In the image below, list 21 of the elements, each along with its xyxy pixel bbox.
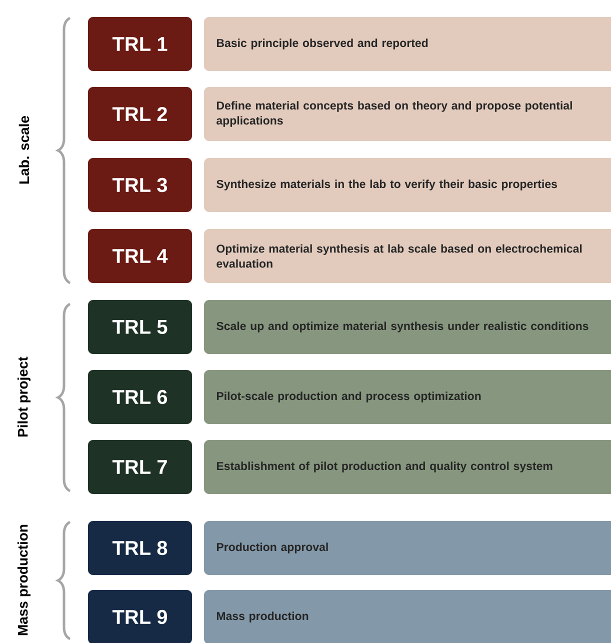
level-box: TRL 2 [88,87,192,141]
level-box: TRL 7 [88,440,192,494]
level-box: TRL 5 [88,300,192,354]
group-label: Lab. scale [18,116,30,184]
level-box: TRL 3 [88,158,192,212]
description-box: Pilot-scale production and process optimization [204,370,611,424]
description-box: Mass production [204,590,611,643]
description-box: Optimize material synthesis at lab scale based on electrochemical evaluation [204,229,611,283]
description-box: Define material concepts based on theory and propose potential applications [204,87,611,141]
level-box: TRL 4 [88,229,192,283]
group-label: Mass production [17,524,31,636]
level-box: TRL 6 [88,370,192,424]
description-box: Establishment of pilot production and quality control system [204,440,611,494]
description-box: Basic principle observed and reported [204,17,611,71]
level-box: TRL 1 [88,17,192,71]
description-box: Scale up and optimize material synthesis under realistic conditions [204,300,611,354]
level-box: TRL 8 [88,521,192,575]
group-label: Pilot project [17,356,31,437]
level-box: TRL 9 [88,590,192,643]
description-box: Production approval [204,521,611,575]
description-box: Synthesize materials in the lab to verify their basic properties [204,158,611,212]
